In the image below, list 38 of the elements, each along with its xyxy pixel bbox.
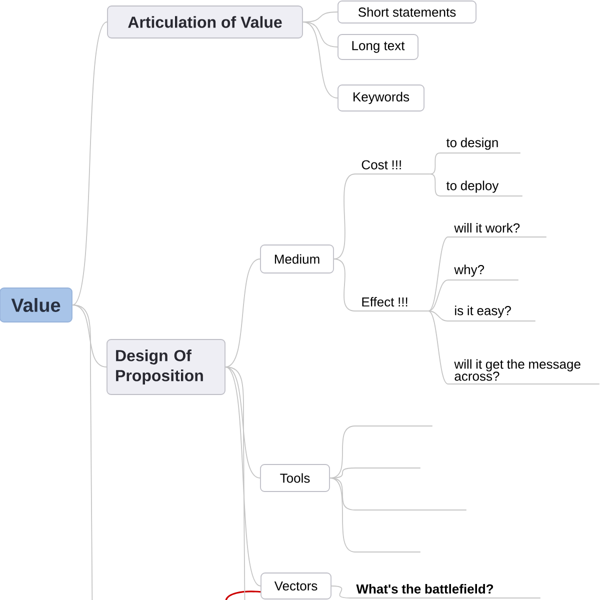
root-topic-box: Value [0,288,72,322]
connector-line [334,174,356,260]
subtopic-box: Vectors [260,572,332,600]
subtopic-box: Long text [338,34,418,60]
underlined-topic: will it get the message across? [448,359,600,384]
connector-line [225,366,248,600]
connector-line [330,426,356,478]
connector-line [302,22,338,48]
topic-box: Articulation of Value [107,6,303,38]
connector-line [225,258,260,368]
connector-line [428,280,448,312]
connector-line [225,366,261,586]
connector-line [428,310,448,322]
connector-line [428,310,448,384]
connector-line [302,22,338,98]
connector-line [330,478,356,552]
connector-line [430,152,440,174]
connector-line [72,22,108,306]
underlined-topic: is it easy? [448,306,536,322]
connector-line [72,304,107,368]
underlined-topic: to deploy [440,180,523,196]
subtopic-box: Keywords [338,84,424,112]
connector-line [72,304,95,600]
connector-line [331,586,350,598]
underlined-topic: Effect !!! [354,297,429,312]
underlined-topic: Cost !!! [354,160,431,174]
connector-line [334,258,356,312]
subtopic-box: Tools [260,464,330,492]
underlined-topic: why? [448,264,519,280]
topic-box: Design Of Proposition [106,339,226,395]
underlined-topic: What's the battlefield? [350,584,541,598]
connector-line [428,236,448,312]
subtopic-box: Medium [260,244,334,274]
underlined-topic: will it work? [448,223,547,238]
connector-line [430,174,440,196]
connector-line [330,478,356,510]
underlined-topic: to design [440,138,521,154]
subtopic-box: Short statements [338,0,476,24]
